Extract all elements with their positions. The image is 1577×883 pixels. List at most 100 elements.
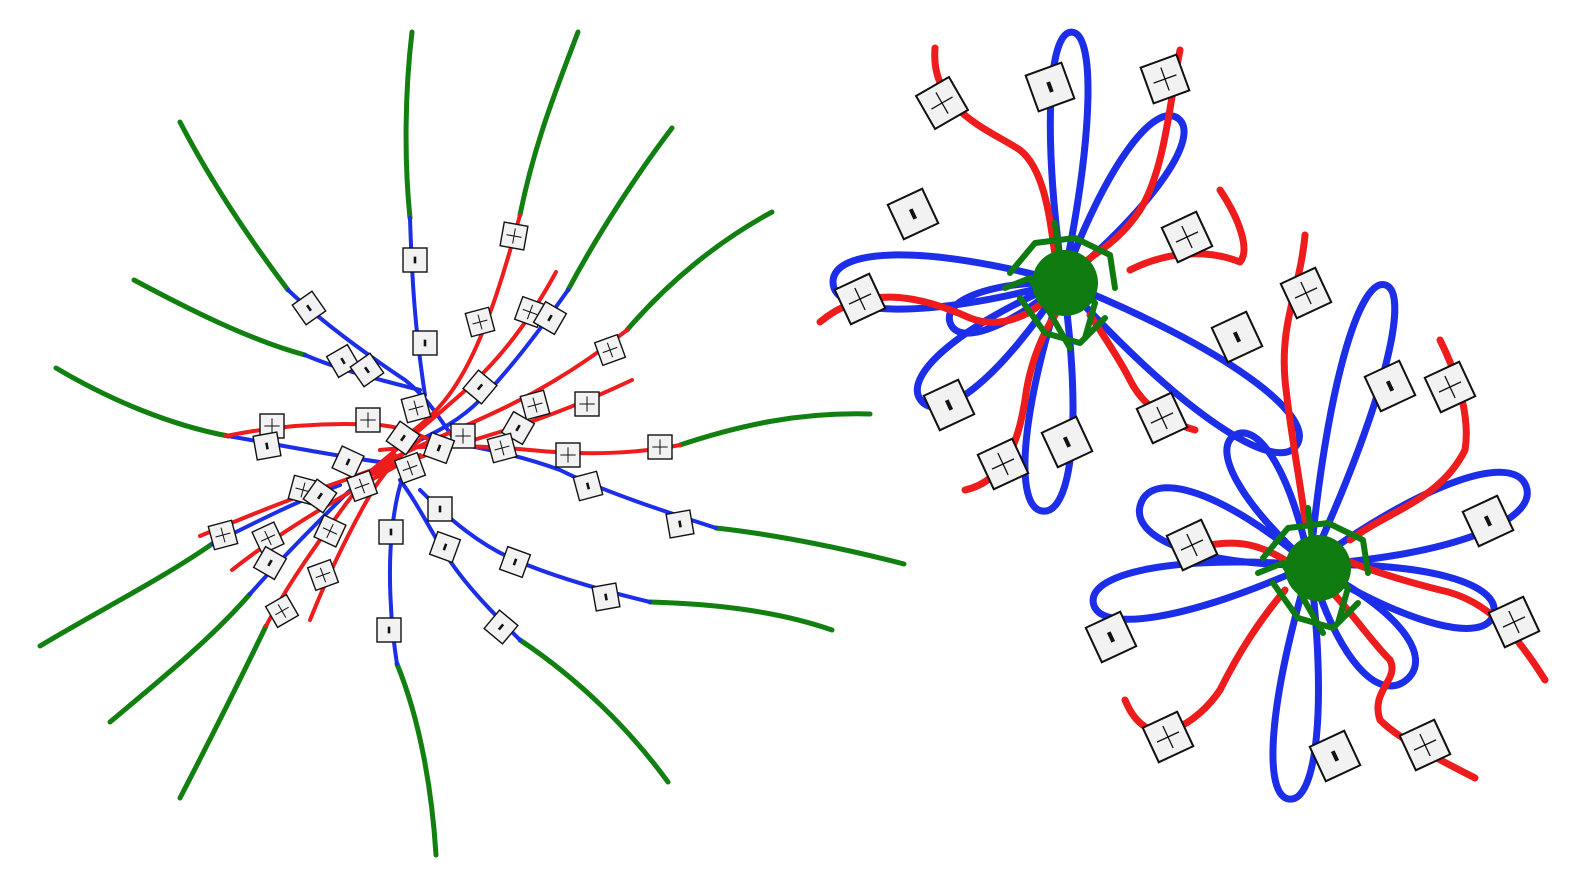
plus-glyph (1175, 225, 1199, 249)
minus-glyph (497, 623, 505, 631)
neutral-tangle-strand (1305, 505, 1351, 626)
plus-glyph (560, 447, 576, 463)
collapsed-core (1255, 505, 1371, 636)
plus-charge-marker (251, 521, 285, 555)
minus-charge-marker (1308, 729, 1362, 783)
minus-glyph (678, 520, 682, 528)
neutral-tail-strand (403, 29, 415, 221)
minus-glyph (1232, 331, 1242, 343)
plus-charge-marker (914, 75, 970, 131)
plus-charge-marker (647, 434, 673, 460)
minus-glyph (1062, 436, 1072, 448)
minus-glyph (1330, 750, 1340, 762)
minus-charge-marker (1363, 359, 1417, 413)
neutral-tail-strand (517, 29, 581, 218)
neutral-tail-strand (107, 591, 253, 725)
anionic-loop-strand (913, 278, 1067, 411)
plus-charge-marker (1160, 210, 1214, 264)
collapsed-micelles-panel (816, 28, 1549, 803)
plus-glyph (931, 92, 953, 114)
plus-glyph (848, 287, 872, 311)
plus-glyph (260, 530, 276, 546)
plus-charge-marker (519, 389, 551, 421)
minus-charge-marker (665, 509, 695, 539)
plus-charge-marker (833, 272, 887, 326)
neutral-tail-strand (677, 411, 873, 448)
minus-charge-marker (1024, 61, 1076, 113)
cationic-block-strand (264, 453, 397, 628)
minus-charge-marker (1210, 310, 1264, 364)
minus-charge-marker (1084, 610, 1138, 664)
minus-charge-marker (291, 290, 327, 326)
minus-glyph (400, 434, 406, 442)
neutral-tail-strand (131, 277, 308, 358)
plus-charge-marker (593, 333, 627, 367)
cationic-tail-strand (1341, 556, 1549, 684)
plus-charge-marker (1423, 360, 1477, 414)
plus-glyph (1294, 281, 1318, 305)
cationic-tail-strand (1121, 586, 1289, 735)
minus-charge-marker (572, 470, 604, 502)
minus-glyph (364, 366, 370, 374)
minus-charge-marker (402, 247, 428, 273)
minus-glyph (306, 304, 312, 312)
plus-charge-marker (1139, 53, 1191, 105)
neutral-tail-strand (517, 637, 671, 785)
plus-charge-marker (306, 558, 340, 592)
plus-charge-marker (499, 221, 529, 251)
plus-charge-marker (450, 423, 476, 449)
plus-glyph (402, 460, 418, 476)
plus-glyph (215, 527, 231, 543)
neutral-tangle-strand (1052, 220, 1098, 341)
minus-charge-marker (462, 369, 498, 405)
plus-glyph (1502, 610, 1526, 634)
neutral-tail-strand (624, 209, 775, 333)
neutral-tail-strand (177, 623, 269, 801)
minus-charge-marker (252, 545, 288, 581)
minus-glyph (345, 458, 351, 466)
minus-glyph (547, 314, 553, 322)
neutral-tail-strand (177, 119, 291, 293)
neutral-tail-strand (713, 525, 907, 567)
plus-glyph (1150, 406, 1174, 430)
plus-charge-marker (1135, 391, 1189, 445)
plus-charge-marker (207, 519, 239, 551)
plus-glyph (264, 418, 280, 434)
plus-charge-marker (1398, 718, 1452, 772)
plus-glyph (1156, 725, 1180, 749)
plus-glyph (1413, 733, 1437, 757)
plus-charge-marker (1487, 595, 1541, 649)
cationic-block-strand (398, 213, 522, 442)
plus-glyph (522, 304, 538, 320)
minus-charge-marker (1461, 494, 1515, 548)
plus-glyph (275, 604, 289, 618)
extended-chains-panel (37, 29, 907, 858)
minus-charge-marker (349, 352, 385, 388)
cationic-tail-strand (1206, 539, 1289, 564)
neutral-tail-strand (53, 365, 231, 439)
plus-glyph (360, 412, 376, 428)
anionic-loop-strand (1046, 28, 1092, 286)
plus-glyph (579, 396, 595, 412)
plus-charge-marker (574, 391, 600, 417)
minus-charge-marker (376, 617, 402, 643)
minus-glyph (1385, 380, 1395, 392)
plus-charge-marker (976, 437, 1030, 491)
anionic-loop-strand (1306, 281, 1399, 569)
plus-glyph (506, 228, 522, 244)
plus-glyph (354, 478, 370, 494)
neutral-tangle-strand (1260, 520, 1371, 576)
plus-glyph (322, 523, 338, 539)
plus-charge-marker (345, 469, 379, 503)
anionic-block-strand (408, 216, 427, 397)
minus-charge-marker (252, 431, 282, 461)
plus-charge-marker (464, 306, 496, 338)
cationic-tail-strand (1126, 186, 1248, 274)
plus-glyph (1153, 67, 1177, 91)
minus-glyph (436, 444, 442, 452)
plus-glyph (652, 439, 668, 455)
minus-charge-marker (922, 378, 976, 432)
plus-charge-marker (1165, 518, 1219, 572)
plus-glyph (315, 567, 331, 583)
minus-glyph (1483, 515, 1493, 527)
